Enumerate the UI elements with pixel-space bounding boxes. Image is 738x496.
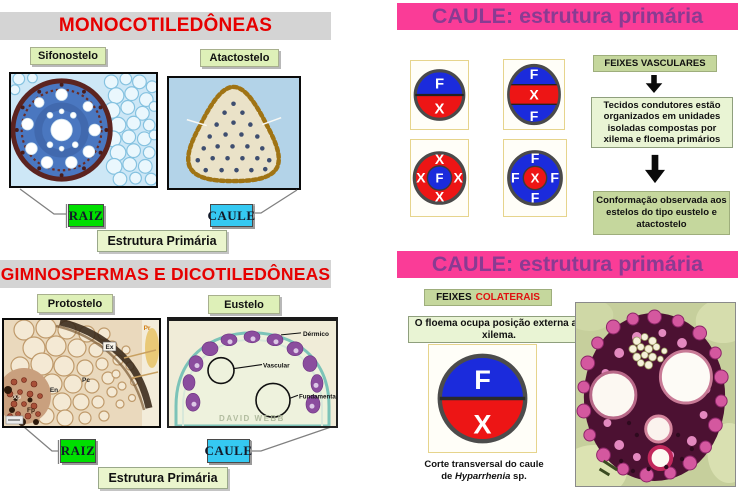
- floema-letter: F: [550, 170, 559, 186]
- caule-top-title: CAULE: estrutura primária: [431, 4, 704, 28]
- bicollateral-diagram-frame: F X F: [503, 59, 565, 130]
- raiz-tag-text: RAIZ: [68, 207, 104, 223]
- collateral-diagram-frame: F X: [410, 60, 469, 130]
- protostelo-xp-label: Xp: [13, 394, 21, 401]
- sifonostelo-label: Sifonostelo: [30, 47, 106, 65]
- protostelo-en-label: En: [50, 387, 58, 394]
- floema-letter: F: [530, 108, 539, 124]
- collateral-bundle-diagram: F X: [413, 69, 466, 121]
- floema-note-box: O floema ocupa posição externa ao xilema…: [408, 316, 590, 343]
- caption-de: de: [441, 471, 453, 483]
- flow-step1-text: Tecidos condutores estão organizados em …: [603, 99, 721, 145]
- caption-sp: sp.: [513, 471, 527, 483]
- xilema-letter: X: [473, 408, 491, 439]
- gimnospermas-title: GIMNOSPERMAS E DICOTILEDÔNEAS: [0, 263, 331, 284]
- monocot-title: MONOCOTILEDÔNEAS: [58, 15, 273, 36]
- eustelo-dermico-label: Dérmico: [303, 331, 329, 338]
- caule-tag-text: CAULE: [207, 207, 256, 223]
- feixes-vasculares-header: FEIXES VASCULARES: [593, 55, 717, 72]
- protostelo-pr-label: Pr: [144, 325, 151, 332]
- floema-letter: F: [435, 76, 444, 92]
- eustelo-micrograph-art: Dérmico Vascular Fundamental DAVID WEBB: [169, 321, 336, 426]
- caption-line2: de Hyparrhenia sp.: [400, 471, 568, 483]
- gimno-footer-text: Estrutura Primária: [108, 471, 218, 485]
- xilema-letter: X: [435, 151, 445, 167]
- protostelo-micrograph: Ex Pc En Xp Fp Pr: [2, 318, 161, 428]
- protostelo-ex-label: Ex: [106, 344, 114, 351]
- caption-line1: Corte transversal do caule: [424, 459, 544, 470]
- eustelo-micrograph: Dérmico Vascular Fundamental DAVID WEBB: [167, 317, 338, 428]
- collateral-bundle-diagram-large: F X: [437, 353, 528, 444]
- caule-bottom-title-bar: CAULE: estrutura primária: [397, 251, 738, 278]
- gimno-footer: Estrutura Primária: [98, 467, 228, 489]
- hyparrhenia-micrograph: [575, 302, 736, 487]
- eustelo-label-text: Eustelo: [224, 298, 264, 311]
- eustelo-label: Eustelo: [208, 295, 280, 314]
- amphicribral-bundle-diagram: F F F F X: [507, 150, 563, 206]
- sifonostelo-micrograph-art: [11, 74, 156, 186]
- xilema-letter: X: [453, 170, 463, 186]
- xilema-letter: X: [529, 87, 539, 103]
- xilema-letter: X: [531, 171, 540, 186]
- floema-letter: F: [436, 171, 444, 186]
- atactostelo-label-text: Atactostelo: [209, 52, 270, 64]
- flow-step2-box: Conformação observada aos estelos do tip…: [593, 191, 730, 235]
- down-arrow-icon: [645, 154, 665, 184]
- atactostelo-label: Atactostelo: [200, 49, 279, 67]
- down-arrow-icon: [645, 75, 663, 93]
- floema-letter: F: [474, 364, 491, 395]
- protostelo-label-text: Protostelo: [47, 297, 103, 310]
- floema-note-text: O floema ocupa posição externa ao xilema…: [414, 317, 584, 341]
- xilema-letter: X: [435, 188, 445, 204]
- floema-letter: F: [530, 66, 539, 82]
- hyparrhenia-micrograph-art: [576, 303, 735, 486]
- colaterais-text: COLATERAIS: [475, 292, 540, 303]
- flow-step1-box: Tecidos condutores estão organizados em …: [591, 97, 733, 148]
- caption-species: Hyparrhenia: [454, 471, 511, 483]
- monocot-caule-tag: CAULE: [207, 204, 256, 227]
- amphivasal-bundle-diagram: X X X X F: [412, 151, 467, 205]
- caule-tag-text: CAULE: [204, 443, 253, 458]
- monocot-footer-text: Estrutura Primária: [107, 234, 217, 248]
- monocot-footer: Estrutura Primária: [97, 230, 227, 252]
- atactostelo-micrograph: [167, 76, 301, 190]
- collateral-large-diagram-frame: F X: [428, 344, 537, 453]
- floema-letter: F: [531, 189, 540, 205]
- floema-letter: F: [511, 170, 520, 186]
- feixes-colaterais-header: FEIXES COLATERAIS: [424, 289, 552, 306]
- feixes-text: FEIXES: [436, 292, 472, 303]
- feixes-vasculares-text: FEIXES VASCULARES: [604, 58, 706, 69]
- gimnospermas-title-bar: GIMNOSPERMAS E DICOTILEDÔNEAS: [0, 260, 331, 288]
- protostelo-micrograph-art: Ex Pc En Xp Fp Pr: [4, 320, 159, 426]
- protostelo-label: Protostelo: [37, 294, 113, 313]
- eustelo-fundamental-label: Fundamental: [299, 393, 336, 400]
- eustelo-watermark: DAVID WEBB: [219, 414, 285, 423]
- gimno-raiz-tag: RAIZ: [60, 439, 96, 463]
- protostelo-pc-label: Pc: [82, 377, 90, 384]
- sifonostelo-label-text: Sifonostelo: [38, 50, 98, 62]
- bicollateral-bundle-diagram: F X F: [507, 63, 561, 126]
- protostelo-fp-label: Fp: [27, 407, 35, 414]
- monocot-raiz-tag: RAIZ: [68, 204, 104, 227]
- raiz-tag-text: RAIZ: [60, 443, 96, 458]
- caule-bottom-title: CAULE: estrutura primária: [431, 252, 704, 276]
- amphivasal-diagram-frame: X X X X F: [410, 139, 469, 217]
- xilema-letter: X: [416, 170, 426, 186]
- xilema-letter: X: [435, 102, 445, 118]
- caule-top-title-bar: CAULE: estrutura primária: [397, 3, 738, 30]
- monocot-title-bar: MONOCOTILEDÔNEAS: [0, 12, 331, 40]
- amphicribral-diagram-frame: F F F F X: [503, 139, 567, 217]
- sifonostelo-micrograph: [9, 72, 158, 188]
- flow-step2-text: Conformação observada aos estelos do tip…: [596, 195, 727, 230]
- hyparrhenia-caption: Corte transversal do caule de Hyparrheni…: [400, 459, 568, 484]
- floema-letter: F: [531, 150, 540, 166]
- eustelo-vascular-label: Vascular: [263, 363, 290, 370]
- gimno-caule-tag: CAULE: [204, 439, 253, 463]
- atactostelo-micrograph-art: [169, 78, 299, 188]
